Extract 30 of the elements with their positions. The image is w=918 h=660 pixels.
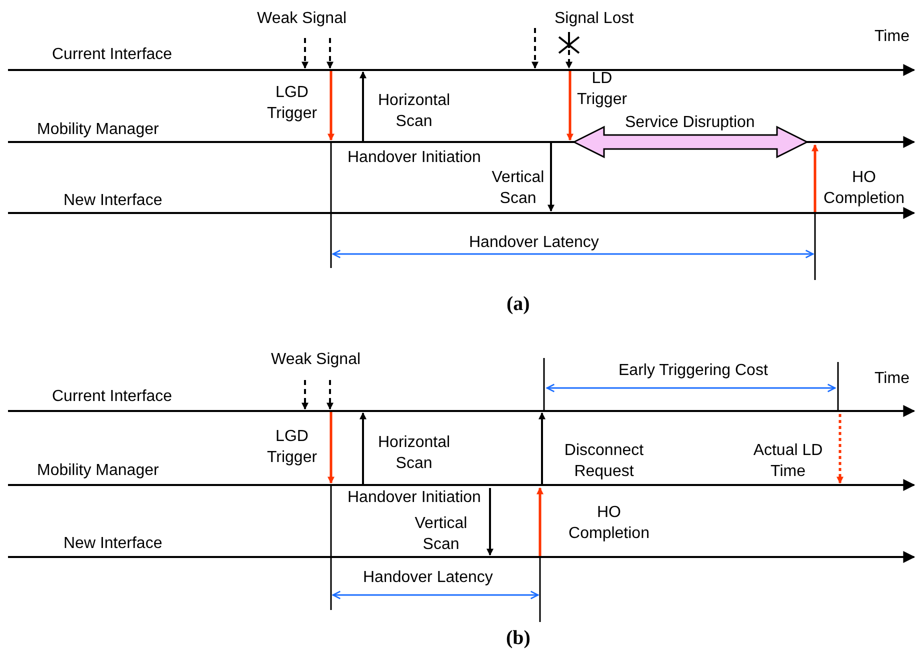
lane-label: Mobility Manager [37,461,159,481]
event-label: Service Disruption [625,113,755,133]
lane-label: Current Interface [52,387,172,407]
event-label: Disconnect Request [563,441,645,482]
panel-label: (a) [506,294,530,315]
axis-label: Time [874,369,910,389]
event-label: HO Completion [568,503,650,544]
lane-label: Current Interface [52,45,172,65]
event-label: Horizontal Scan [376,433,452,474]
annotation-label: Signal Lost [554,9,634,29]
annotation-label: Handover Latency [363,568,493,588]
event-label: Vertical Scan [414,514,468,555]
lane-label: New Interface [64,191,162,211]
event-label: Vertical Scan [490,168,546,209]
axis-label: Time [874,27,910,47]
lane-label: New Interface [64,534,162,554]
lane-label: Mobility Manager [37,120,159,140]
annotation-label: Weak Signal [257,9,347,29]
event-label: LD Trigger [576,69,628,110]
event-label: Horizontal Scan [376,91,452,132]
annotation-label: Handover Latency [469,233,599,253]
annotation-label: Early Triggering Cost [618,361,768,381]
event-label: HO Completion [822,168,906,209]
annotation-label: Weak Signal [271,350,361,370]
event-label: LGD Trigger [266,83,318,124]
panel-label: (b) [506,628,530,649]
event-label: Actual LD Time [752,441,824,482]
event-label: LGD Trigger [266,427,318,468]
event-label: Handover Initiation [348,148,481,168]
event-label: Handover Initiation [348,488,481,508]
